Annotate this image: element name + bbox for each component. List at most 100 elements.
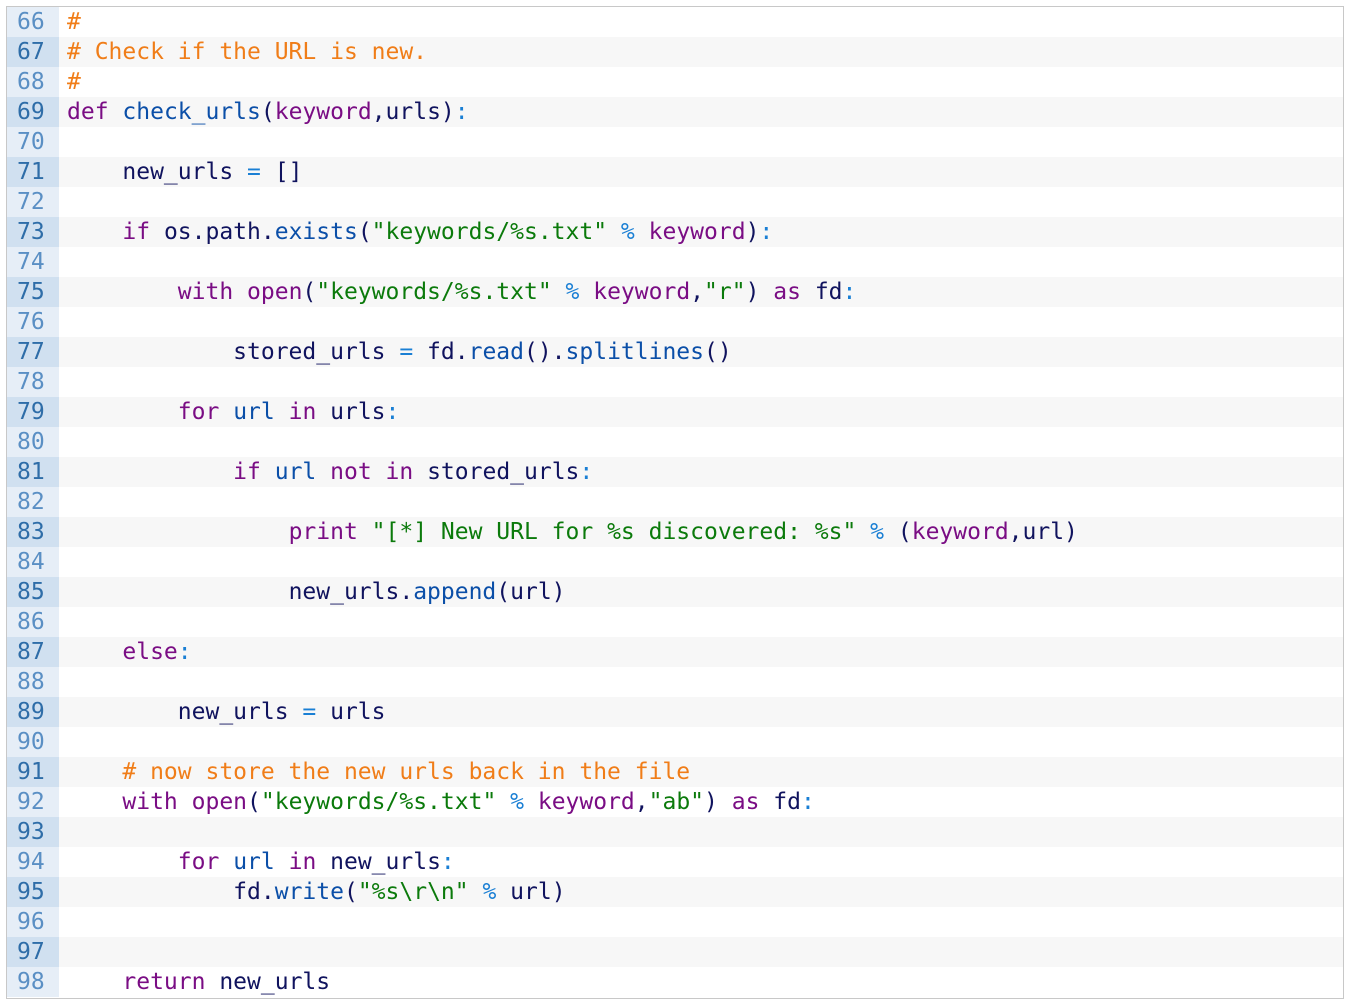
code-token: (url) [496,579,566,605]
code-token: new_urls. [288,579,414,605]
code-token: ( [357,219,372,245]
code-line: 73 if os.path.exists("keywords/%s.txt" %… [7,217,1343,247]
code-text [59,547,67,577]
code-token: with [122,789,178,815]
code-text: # [59,67,81,97]
code-token: url) [510,879,566,905]
indent [67,699,178,725]
indent [67,219,122,245]
code-token: ) [704,789,732,815]
line-number: 66 [7,7,59,37]
code-text [59,667,67,697]
code-token: keyword [648,219,746,245]
indent [67,339,233,365]
code-token: as [773,279,801,305]
code-text: with open("keywords/%s.txt" % keyword,"a… [59,787,814,817]
code-token: in [288,399,317,425]
code-line: 74 [7,247,1343,277]
code-line: 83 print "[*] New URL for %s discovered:… [7,517,1343,547]
line-number: 97 [7,937,59,967]
code-token: : [177,639,192,665]
code-token [316,459,330,485]
code-token: % [856,519,898,545]
code-text: for url in new_urls: [59,847,455,877]
code-text: else: [59,637,192,667]
code-token: ( [260,99,275,125]
code-line: 78 [7,367,1343,397]
code-line: 91 # now store the new urls back in the … [7,757,1343,787]
code-token: read [468,339,524,365]
code-token: fd. [427,339,469,365]
code-token: if [233,459,261,485]
code-token: for [177,849,220,875]
code-text: fd.write("%s\r\n" % url) [59,877,566,907]
line-number: 85 [7,577,59,607]
line-number: 87 [7,637,59,667]
code-token: : [759,219,774,245]
code-token: keyword [911,519,1009,545]
indent [67,159,122,185]
code-token: os.path. [150,219,275,245]
code-text [59,907,67,937]
code-token: "keywords/%s.txt" [316,279,552,305]
code-line: 93 [7,817,1343,847]
code-line: 79 for url in urls: [7,397,1343,427]
code-text [59,247,67,277]
code-token: ,url) [1008,519,1078,545]
code-text: if os.path.exists("keywords/%s.txt" % ke… [59,217,773,247]
line-number: 98 [7,967,59,997]
indent [67,759,122,785]
code-token [275,849,289,875]
code-token: check_urls [122,99,261,125]
code-token: = [288,699,331,725]
code-text [59,607,67,637]
code-line: 98 return new_urls [7,967,1343,997]
code-token: keyword [537,789,635,815]
code-token: else [122,639,178,665]
indent [67,639,122,665]
code-text [59,817,67,847]
code-line: 76 [7,307,1343,337]
code-token: "keywords/%s.txt" [371,219,608,245]
line-number: 71 [7,157,59,187]
code-token: [] [274,159,303,185]
code-token: ( [897,519,912,545]
code-line: 72 [7,187,1343,217]
line-number: 88 [7,667,59,697]
code-token: urls [330,699,386,725]
code-token: = [385,339,428,365]
line-number: 94 [7,847,59,877]
code-token: ( [343,879,358,905]
line-number: 75 [7,277,59,307]
code-text: # [59,7,81,37]
code-text: # Check if the URL is new. [59,37,427,67]
code-token: % [468,879,511,905]
code-line: 82 [7,487,1343,517]
indent [67,579,289,605]
code-token [261,459,275,485]
code-token: % [496,789,538,815]
code-token: open [191,789,248,815]
line-number: 81 [7,457,59,487]
code-line: 84 [7,547,1343,577]
code-text: with open("keywords/%s.txt" % keyword,"r… [59,277,857,307]
code-token: not in [330,459,414,485]
code-token: return [122,969,206,995]
code-token: print [288,519,358,545]
code-line: 86 [7,607,1343,637]
code-text [59,427,67,457]
code-token: url [233,849,275,875]
line-number: 80 [7,427,59,457]
code-line: 81 if url not in stored_urls: [7,457,1343,487]
code-token: fd. [233,879,275,905]
code-token: "%s\r\n" [357,879,469,905]
code-token: fd [800,279,843,305]
code-text: print "[*] New URL for %s discovered: %s… [59,517,1078,547]
line-number: 90 [7,727,59,757]
code-line: 97 [7,937,1343,967]
code-line: 92 with open("keywords/%s.txt" % keyword… [7,787,1343,817]
code-token: def [67,99,109,125]
code-token: "r" [704,279,746,305]
code-token: as [731,789,760,815]
code-text [59,187,67,217]
